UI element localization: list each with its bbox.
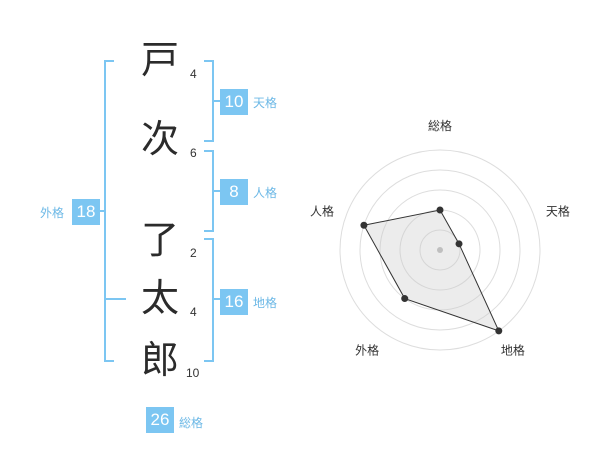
radar-shape <box>360 206 503 335</box>
char-3-strokes: 2 <box>190 246 197 260</box>
jinkaku-value-box: 8 <box>220 179 248 205</box>
radar-ring <box>419 229 461 271</box>
char-5: 郎 <box>140 338 179 382</box>
char-3: 了 <box>140 218 179 262</box>
gaikaku-split-tick <box>106 298 126 300</box>
jinkaku-tick <box>212 190 220 192</box>
radar-ring <box>399 209 481 291</box>
soukaku-value-box: 26 <box>146 407 174 433</box>
radar-axis-label-1: 総格 <box>428 118 452 133</box>
radar-ring <box>339 149 541 351</box>
tenkaku-value-box: 10 <box>220 89 248 115</box>
radar-point-1 <box>436 206 444 214</box>
radar-axis-label-4: 外格 <box>355 342 379 357</box>
char-1: 戸 <box>140 38 179 82</box>
radar-point-4 <box>401 295 409 303</box>
chikaku-value-box: 16 <box>220 289 248 315</box>
char-4-strokes: 4 <box>190 305 197 319</box>
radar-polygon <box>363 209 500 332</box>
chikaku-label: 地格 <box>253 296 278 310</box>
soukaku-label: 総格 <box>179 416 204 430</box>
tenkaku-tick <box>212 100 220 102</box>
radar-point-5 <box>360 221 368 229</box>
radar-point-3 <box>495 327 503 335</box>
radar-axis-label-2: 天格 <box>546 204 570 219</box>
radar-axis-label-5: 人格 <box>310 204 334 219</box>
gaikaku-label: 外格 <box>40 206 65 220</box>
chikaku-tick <box>212 298 220 300</box>
gaikaku-tick <box>96 210 104 212</box>
gaikaku-bracket <box>104 60 114 362</box>
radar-grid <box>339 149 541 351</box>
tenkaku-label: 天格 <box>253 96 278 110</box>
char-1-strokes: 4 <box>190 67 197 81</box>
char-4: 太 <box>140 276 179 320</box>
char-2-strokes: 6 <box>190 146 197 160</box>
radar-center-dot <box>437 247 443 253</box>
char-2: 次 <box>140 117 179 161</box>
radar-point-2 <box>455 240 463 248</box>
radar-axis-label-3: 地格 <box>501 342 525 357</box>
radar-ring <box>359 169 521 331</box>
radar-ring <box>379 189 501 311</box>
chikaku-bracket <box>204 238 214 362</box>
char-5-strokes: 10 <box>186 366 200 380</box>
jinkaku-label: 人格 <box>253 186 278 200</box>
gaikaku-value-box: 18 <box>72 199 100 225</box>
